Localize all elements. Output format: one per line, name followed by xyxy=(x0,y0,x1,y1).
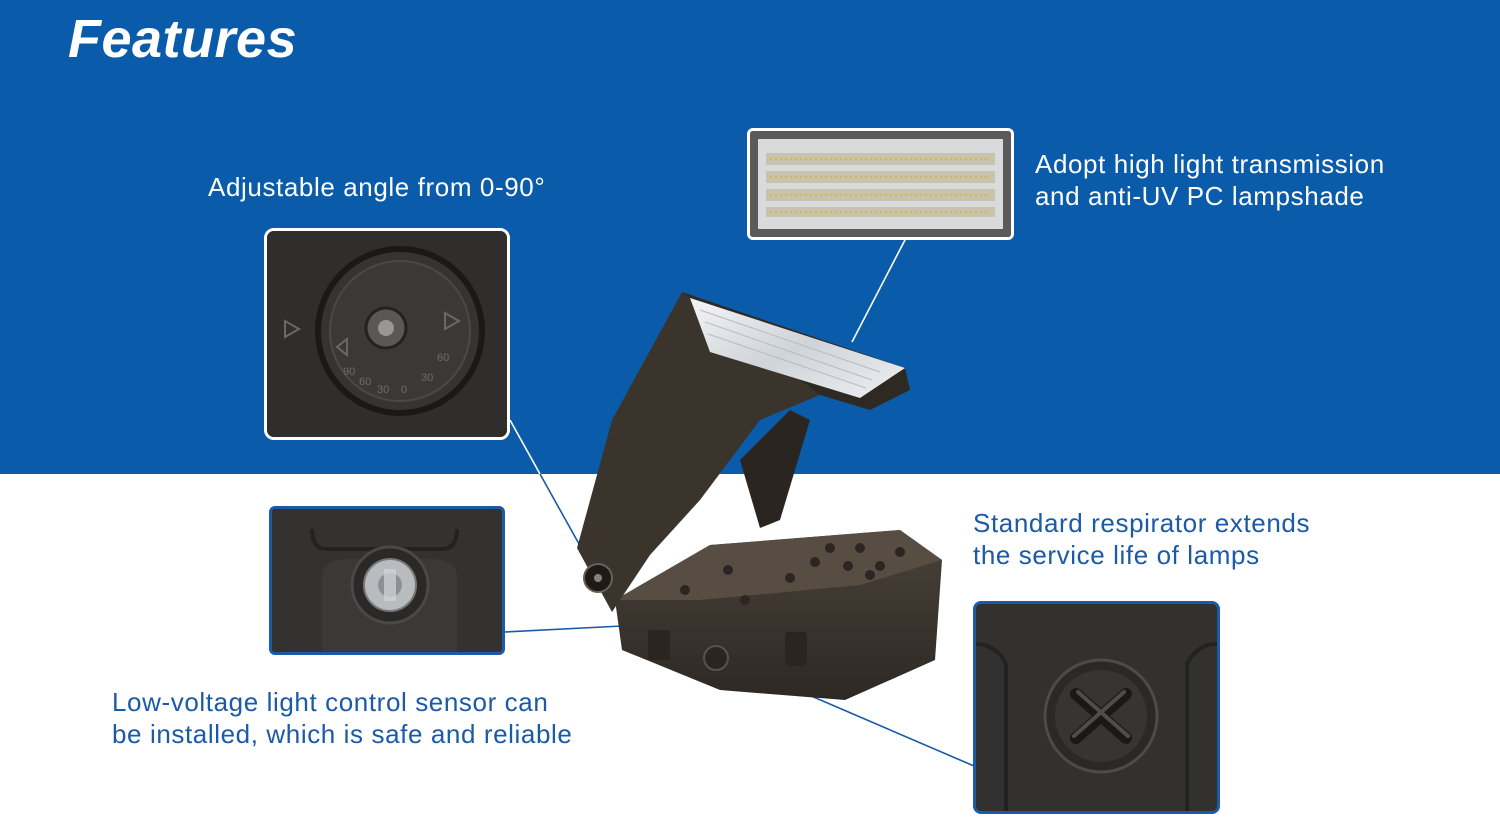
angle-callout-line-upper xyxy=(509,419,541,475)
sensor-detail-photo xyxy=(269,506,505,655)
respirator-screw-small xyxy=(703,645,729,671)
respirator-detail-photo xyxy=(973,601,1220,814)
dial-mark-30-left: 30 xyxy=(377,384,389,396)
mount-stem xyxy=(740,410,810,528)
sensor-lens-icon xyxy=(272,509,502,652)
dial-mark-0: 0 xyxy=(401,384,407,396)
dial-mark-90: 90 xyxy=(343,366,355,378)
lampshade-caption: Adopt high light transmission and anti-U… xyxy=(1035,149,1385,211)
sensor-caption: Low-voltage light control sensor can be … xyxy=(112,687,573,749)
led-panel-icon xyxy=(750,131,1011,237)
lampshade-detail-photo xyxy=(747,128,1014,240)
angle-dial-icon: 60 30 0 30 60 90 xyxy=(267,231,507,437)
dial-mark-30-right: 30 xyxy=(421,372,433,384)
hinge-left xyxy=(648,630,670,660)
page-title: Features xyxy=(68,9,298,69)
angle-caption: Adjustable angle from 0-90° xyxy=(208,172,546,202)
dial-mark-60-left: 60 xyxy=(359,376,371,388)
respirator-caption: Standard respirator extends the service … xyxy=(973,508,1311,570)
sensor-callout-line xyxy=(504,625,623,633)
hinge-right xyxy=(785,632,807,666)
lampshade-callout-line xyxy=(851,237,907,343)
lens-ridges xyxy=(699,309,881,389)
dial-mark-60-right: 60 xyxy=(437,352,449,364)
respirator-screw-icon xyxy=(976,604,1217,811)
angle-detail-photo: 60 30 0 30 60 90 xyxy=(264,228,510,440)
side-arm xyxy=(577,292,820,612)
housing-studs xyxy=(680,543,905,605)
